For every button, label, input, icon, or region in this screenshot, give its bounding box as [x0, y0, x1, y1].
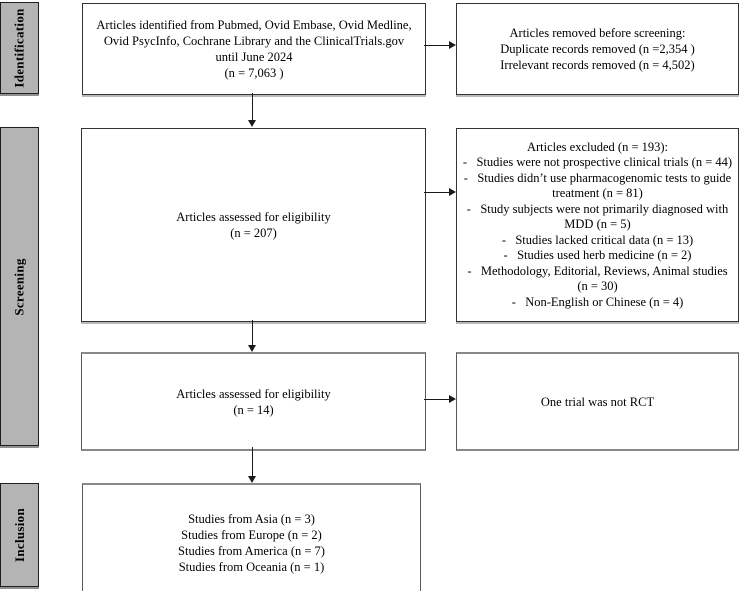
- box-assessed-eligibility: Articles assessed for eligibility(n = 14…: [81, 352, 426, 451]
- box-articles-identified: Articles identified from Pubmed, Ovid Em…: [82, 3, 426, 95]
- arrow-eligibility-to-notrct: [424, 395, 456, 403]
- stage-screening-label: Screening: [11, 257, 27, 316]
- stage-inclusion: Inclusion: [0, 483, 39, 587]
- box-articles-excluded: Articles excluded (n = 193):- Studies we…: [456, 128, 739, 322]
- box-assessed-screening: Articles assessed for eligibility(n = 20…: [81, 128, 426, 322]
- arrow-identified-to-removed: [424, 41, 456, 49]
- stage-inclusion-label: Inclusion: [11, 507, 27, 563]
- arrow-screening-to-excluded: [424, 188, 456, 196]
- stage-identification: Identification: [0, 2, 39, 94]
- box-articles-removed: Articles removed before screening:Duplic…: [456, 3, 739, 95]
- stage-screening: Screening: [0, 127, 39, 446]
- box-not-rct: One trial was not RCT: [456, 352, 739, 451]
- stage-identification-label: Identification: [11, 8, 27, 88]
- arrow-screening-to-eligibility: [248, 320, 256, 352]
- arrow-eligibility-to-inclusion: [248, 447, 256, 483]
- box-studies-included: Studies from Asia (n = 3)Studies from Eu…: [82, 483, 421, 591]
- arrow-identified-to-screening: [248, 93, 256, 127]
